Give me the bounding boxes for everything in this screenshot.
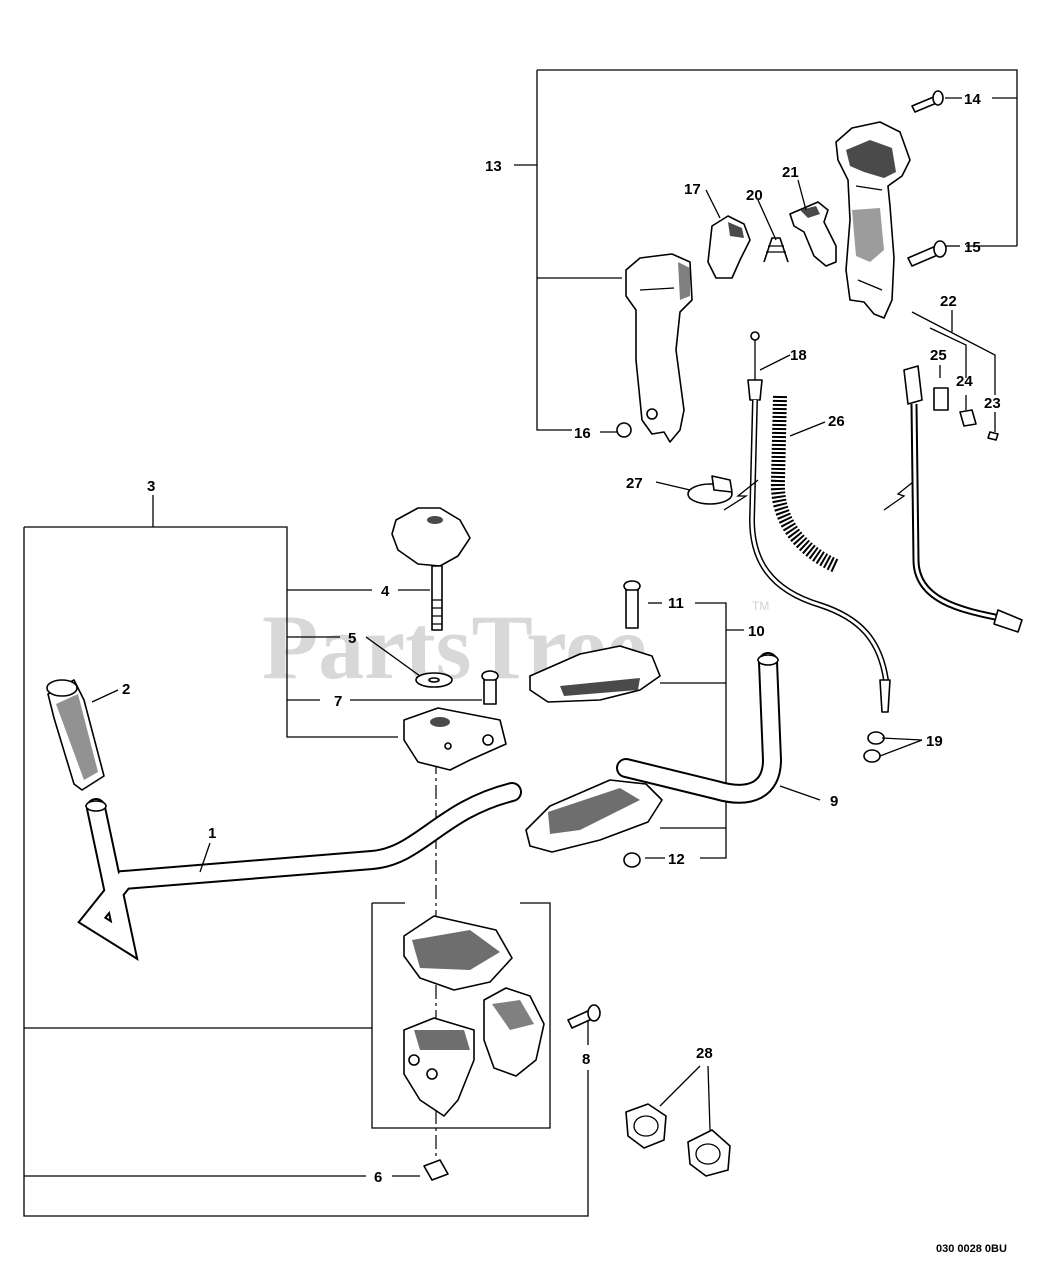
part-15-screw (907, 240, 947, 267)
part-8-bolt (567, 1004, 601, 1029)
callout-9: 9 (830, 793, 838, 810)
reference-code: 030 0028 0BU (936, 1243, 1007, 1255)
callout-23: 23 (984, 395, 1001, 412)
part-28-clips (625, 1103, 731, 1177)
callout-4: 4 (381, 583, 390, 600)
clamp-block-upper (403, 915, 513, 991)
bracket-22 (911, 310, 996, 432)
callout-2: 2 (122, 681, 130, 698)
clamp-half-side (483, 987, 545, 1077)
break-mark-cable (723, 479, 759, 511)
part-2-grip (46, 679, 105, 791)
clamp-block-lower (403, 1017, 475, 1117)
callout-18: 18 (790, 347, 807, 364)
callout-26: 26 (828, 413, 845, 430)
part-18-throttle-cable (747, 331, 891, 713)
part-23-terminal (987, 431, 999, 441)
part-13-handle-housing-left (625, 253, 693, 443)
part-21-trigger (789, 201, 837, 267)
part-7-bolt (481, 670, 499, 705)
callout-14: 14 (964, 91, 981, 108)
part-26-corrugated-tube (770, 395, 840, 573)
break-mark-wire (883, 477, 919, 511)
part-13-handle-housing-right (835, 121, 911, 319)
callout-8: 8 (582, 1051, 590, 1068)
callout-7: 7 (334, 693, 342, 710)
part-10-upper-clamp (529, 645, 661, 703)
callout-11: 11 (668, 595, 684, 612)
callout-3: 3 (147, 478, 155, 495)
callout-24: 24 (956, 373, 973, 390)
part-19-nuts (863, 731, 885, 763)
callout-1: 1 (208, 825, 216, 842)
part-22-wire-harness (903, 365, 1023, 633)
part-6-nut (423, 1159, 449, 1181)
part-25-sticker (933, 387, 949, 411)
callout-19: 19 (926, 733, 943, 750)
callout-10: 10 (748, 623, 765, 640)
callout-25: 25 (930, 347, 947, 364)
callout-5: 5 (348, 630, 356, 647)
part-16-nut (616, 422, 632, 438)
part-5-washer (415, 672, 453, 688)
part-11-bolt (623, 580, 641, 629)
callout-15: 15 (964, 239, 981, 256)
bracket-3 (23, 495, 589, 1217)
callout-20: 20 (746, 187, 763, 204)
part-17-throttle-lock (707, 215, 751, 279)
callout-28: 28 (696, 1045, 713, 1062)
upper-clamp-plate (403, 707, 507, 771)
part-20-spring (763, 237, 789, 263)
part-12-nut (623, 852, 641, 868)
bracket-10 (645, 602, 744, 859)
clamp-box (371, 902, 551, 1129)
callout-27: 27 (626, 475, 643, 492)
part-14-screw (911, 90, 944, 113)
callout-6: 6 (374, 1169, 382, 1186)
callout-leaders (91, 179, 923, 1131)
callout-22: 22 (940, 293, 957, 310)
callout-13: 13 (485, 158, 502, 175)
watermark-trademark: TM (752, 599, 769, 613)
part-24-grommet (959, 409, 977, 427)
callout-labels: 1 2 3 4 5 6 7 8 9 10 11 12 13 14 15 16 1… (122, 91, 1001, 1186)
callout-12: 12 (668, 851, 685, 868)
bracket-13 (514, 69, 1018, 433)
part-27-clip (687, 475, 733, 505)
part-9-handle-tube (616, 652, 783, 804)
callout-16: 16 (574, 425, 591, 442)
part-10-lower-clamp (525, 779, 663, 853)
part-1-handle-bar (77, 782, 522, 961)
callout-21: 21 (782, 164, 799, 181)
callout-17: 17 (684, 181, 701, 198)
part-4-knob-bolt (391, 507, 471, 631)
